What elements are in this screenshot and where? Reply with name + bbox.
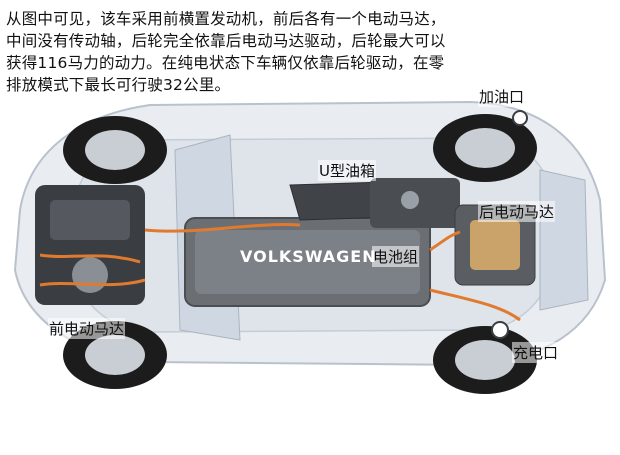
caption-line-1: 从图中可见，该车采用前横置发动机，前后各有一个电动马达，: [6, 10, 446, 28]
rear-window: [539, 169, 589, 311]
label-fuel-inlet: 加油口: [478, 86, 526, 107]
charge-port: [491, 321, 509, 339]
battery-pack: [184, 217, 431, 307]
caption-line-3: 获得116马力的动力。在纯电状态下车辆仅依靠后轮驱动，在零: [6, 54, 445, 72]
label-u-tank: U型油箱: [318, 160, 376, 181]
wheel-rear-top: [433, 114, 537, 182]
front-engine: [35, 185, 146, 305]
hv-cable-3: [429, 230, 461, 252]
wheel-front-top: [63, 116, 167, 184]
hv-cable-2: [429, 288, 521, 322]
caption-line-2: 中间没有传动轴，后轮完全依靠后电动马达驱动，后轮最大可以: [6, 32, 446, 50]
fuel-inlet: [512, 110, 528, 126]
label-battery: 电池组: [372, 246, 420, 267]
hv-cable-1: [144, 223, 301, 233]
label-front-motor: 前电动马达: [48, 318, 126, 339]
rear-motor: [454, 204, 536, 286]
label-rear-motor: 后电动马达: [478, 201, 556, 222]
label-charge-port: 充电口: [512, 342, 560, 363]
caption-text: 从图中可见，该车采用前横置发动机，前后各有一个电动马达， 中间没有传动轴，后轮完…: [6, 8, 526, 96]
wheel-rear-bottom: [433, 326, 537, 394]
battery-brand-text: VOLKSWAGEN: [240, 247, 377, 266]
caption-line-4: 排放模式下最长可行驶32公里。: [6, 76, 231, 94]
